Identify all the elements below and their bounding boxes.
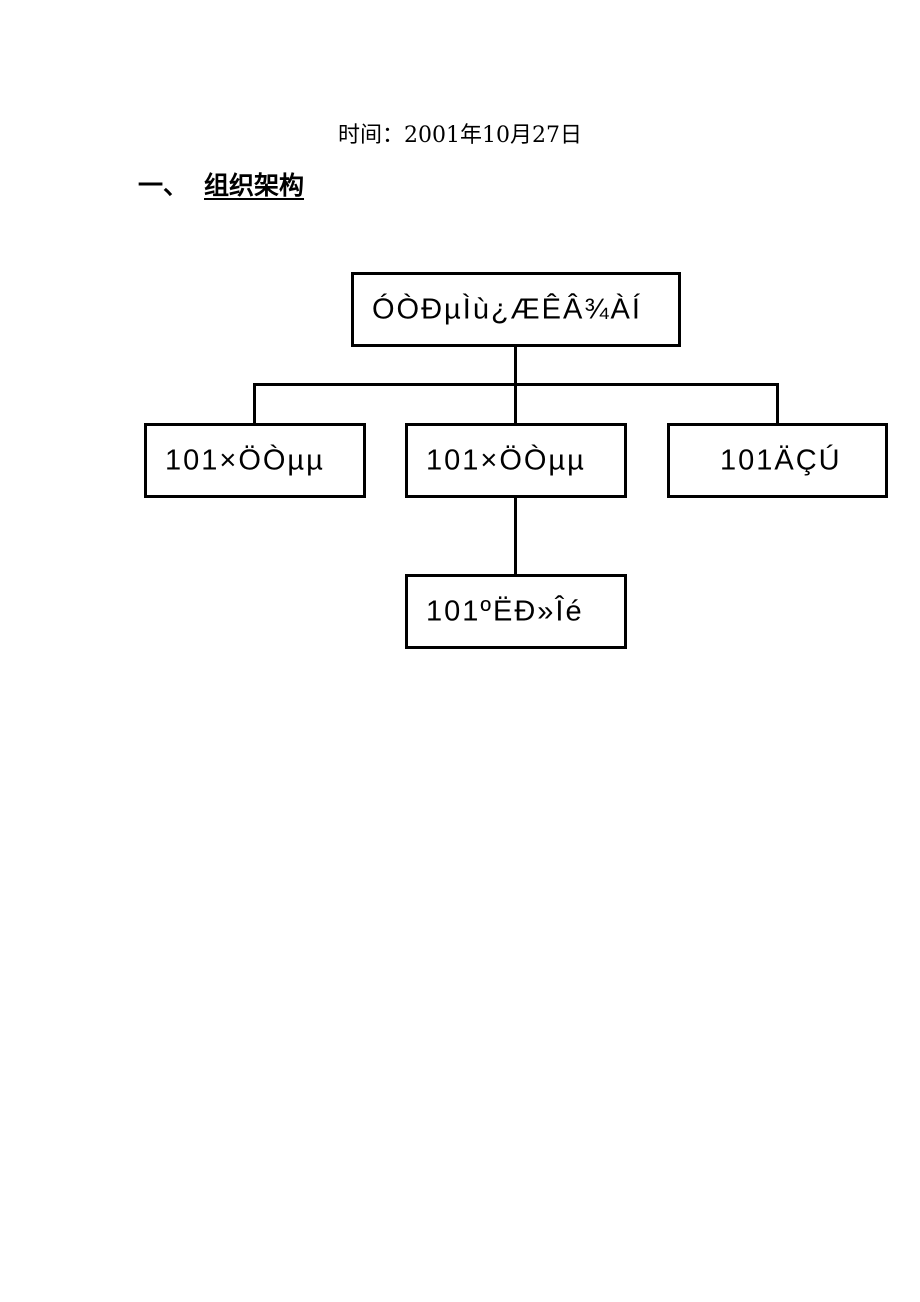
org-box-child-center-label: 101×ÖÒµµ — [426, 444, 586, 476]
section-heading: 一、组织架构 — [138, 166, 304, 206]
connector-right-drop — [776, 383, 779, 426]
connector-left-drop — [253, 383, 256, 426]
connector-center-drop — [514, 383, 517, 426]
section-number: 一、 — [138, 171, 189, 200]
org-box-root-label: ÓÒÐµÌù¿ÆÊÂ¾ÀÍ — [372, 293, 642, 325]
connector-root-down — [514, 344, 517, 386]
org-box-child-left-label: 101×ÖÒµµ — [165, 444, 325, 476]
section-title: 组织架构 — [204, 171, 305, 200]
org-box-sub-child: 101ºËÐ»Îé — [405, 574, 627, 649]
org-box-child-right: 101ÄÇÚ — [667, 423, 888, 498]
org-box-child-right-label: 101ÄÇÚ — [720, 444, 842, 476]
org-box-child-center: 101×ÖÒµµ — [405, 423, 627, 498]
org-box-child-left: 101×ÖÒµµ — [144, 423, 366, 498]
date-line: 时间：2001年10月27日 — [338, 123, 582, 148]
org-box-sub-child-label: 101ºËÐ»Îé — [426, 595, 584, 627]
org-box-root: ÓÒÐµÌù¿ÆÊÂ¾ÀÍ — [351, 272, 681, 347]
connector-center-to-sub — [514, 494, 517, 577]
